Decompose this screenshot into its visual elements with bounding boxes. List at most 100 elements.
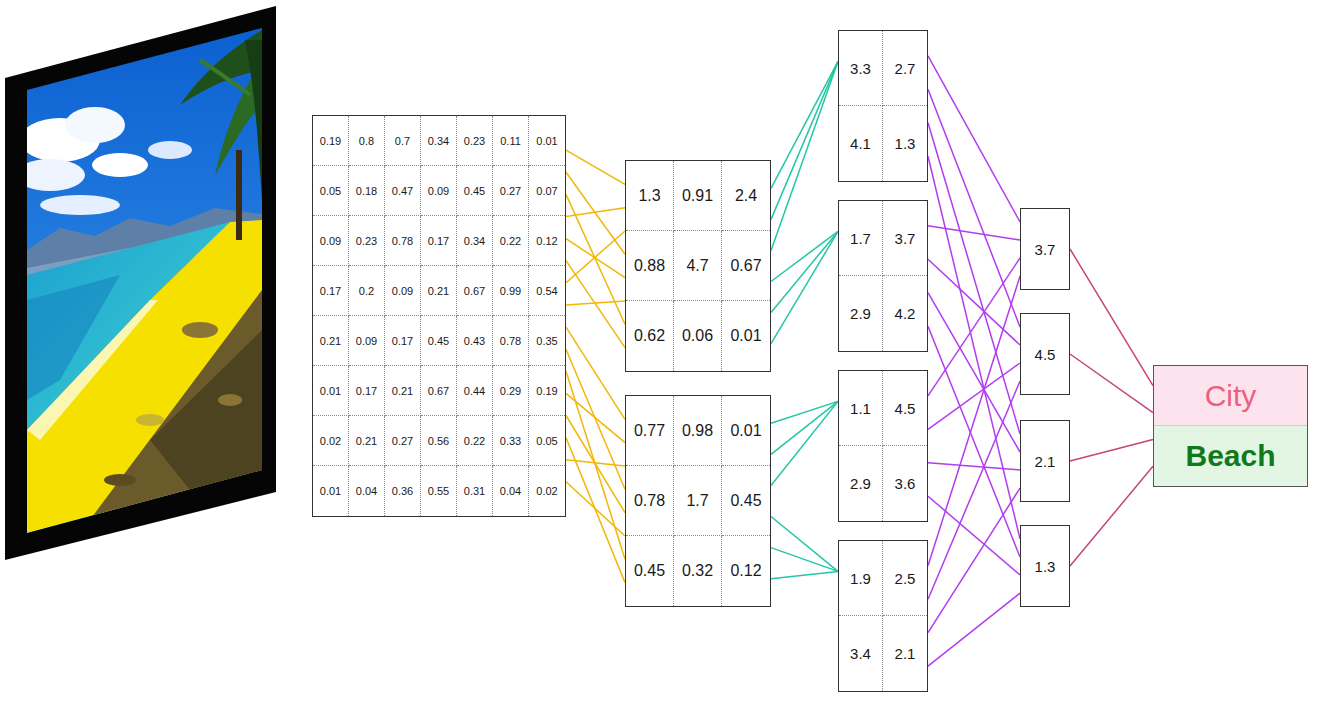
connection-line [928,56,1020,222]
matrix-cell: 0.27 [493,166,529,216]
matrix-cell: 0.88 [626,231,674,301]
matrix-cell: 0.36 [385,466,421,516]
neuron-connection [928,463,1020,470]
matrix-cell: 0.21 [421,266,457,316]
matrix-cell: 0.04 [493,466,529,516]
matrix-cell: 0.55 [421,466,457,516]
matrix-cell: 0.09 [421,166,457,216]
matrix-cell: 0.02 [529,466,565,516]
connection-line [566,416,625,513]
matrix-cell: 0.21 [349,416,385,466]
matrix-cell: 0.45 [421,316,457,366]
neuron-connection [928,488,1020,633]
matrix-cell: 0.19 [529,366,565,416]
matrix-cell: 4.7 [674,231,722,301]
connection-line [928,496,1020,575]
matrix-cell: 0.01 [313,366,349,416]
matrix-cell: 0.2 [349,266,385,316]
dense-neuron: 2.1 [1020,420,1070,502]
matrix-cell: 0.34 [457,216,493,266]
matrix-cell: 0.11 [493,116,529,166]
class-label: City [1154,366,1307,426]
matrix-cell: 0.62 [626,301,674,371]
matrix-cell: 3.7 [883,201,927,276]
matrix-cell: 0.23 [349,216,385,266]
connection-line [771,231,838,312]
neuron-connection [1070,354,1153,413]
neuron-connection [928,276,1020,566]
matrix-cell: 0.91 [674,161,722,231]
matrix-cell: 2.4 [722,161,770,231]
feature-map: 1.30.912.40.884.70.670.620.060.01 [625,160,771,372]
connection-line [771,571,838,578]
matrix-cell: 0.23 [457,116,493,166]
connection-line [566,261,625,348]
dense-neuron: 3.7 [1020,208,1070,290]
matrix-cell: 0.33 [493,416,529,466]
matrix-cell: 0.01 [529,116,565,166]
connection-line [566,482,625,536]
dense-neuron: 4.5 [1020,313,1070,395]
neuron-connection [566,327,625,582]
matrix-cell: 0.09 [349,316,385,366]
connection-line [771,548,838,572]
matrix-cell: 0.56 [421,416,457,466]
matrix-cell: 3.4 [839,616,883,691]
neuron-connection [928,496,1020,575]
matrix-cell: 0.06 [674,301,722,371]
matrix-cell: 0.04 [349,466,385,516]
matrix-cell: 0.45 [626,536,674,606]
matrix-cell: 0.17 [349,366,385,416]
input-matrix: 0.190.80.70.340.230.110.010.050.180.470.… [312,115,566,517]
matrix-cell: 0.21 [385,366,421,416]
feature-map: 0.770.980.010.781.70.450.450.320.12 [625,395,771,607]
connection-line [566,231,625,283]
matrix-cell: 4.5 [883,371,927,446]
matrix-cell: 0.17 [313,266,349,316]
neuron-connection [771,401,838,485]
matrix-cell: 2.7 [883,31,927,106]
matrix-cell: 1.1 [839,371,883,446]
matrix-cell: 0.35 [529,316,565,366]
matrix-cell: 0.01 [722,396,770,466]
matrix-cell: 0.98 [674,396,722,466]
matrix-cell: 0.34 [421,116,457,166]
matrix-cell: 0.05 [313,166,349,216]
matrix-cell: 0.07 [529,166,565,216]
connection-line [566,208,625,217]
matrix-cell: 2.9 [839,276,883,351]
connection-line [566,460,625,466]
connection-line [928,89,1020,327]
connection-line [928,259,1020,345]
matrix-cell: 0.29 [493,366,529,416]
neuron-connection [928,89,1020,327]
matrix-cell: 0.99 [493,266,529,316]
connection-line [928,488,1020,633]
connection-line [566,239,625,278]
connection-line [566,393,625,442]
matrix-cell: 1.3 [883,106,927,181]
connection-line [928,226,1020,240]
neuron-connection [928,226,1020,240]
connection-line [1070,354,1153,413]
connection-line [928,156,1020,539]
matrix-cell: 0.01 [722,301,770,371]
matrix-cell: 2.1 [1021,421,1069,501]
matrix-cell: 0.22 [493,216,529,266]
connection-line [771,61,838,188]
matrix-cell: 0.67 [722,231,770,301]
matrix-cell: 0.32 [674,536,722,606]
matrix-cell: 3.7 [1021,209,1069,289]
connection-line [566,438,625,583]
neuron-connection [1070,466,1153,566]
matrix-cell: 0.7 [385,116,421,166]
matrix-cell: 0.43 [457,316,493,366]
matrix-cell: 0.31 [457,466,493,516]
matrix-cell: 3.6 [883,446,927,521]
neuron-connection [771,231,838,343]
matrix-cell: 0.77 [626,396,674,466]
connection-line [928,258,1020,396]
neuron-connection [928,381,1020,599]
matrix-cell: 3.3 [839,31,883,106]
